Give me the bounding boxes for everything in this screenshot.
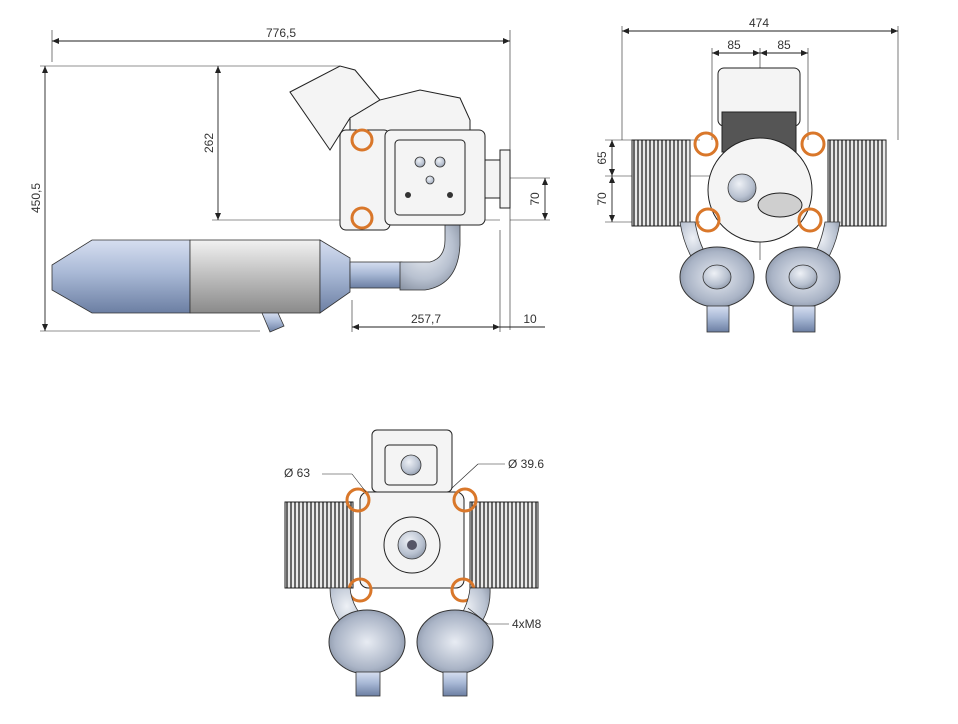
muffler-left-cap — [702, 264, 732, 290]
bolt-icon — [425, 175, 435, 185]
dim-muffler-offset: 257,7 — [411, 312, 441, 326]
dim-half-right: 85 — [777, 38, 791, 52]
label-mount-bolts: 4xM8 — [512, 617, 542, 631]
shaft-center — [407, 540, 417, 550]
dim-shaft-height: 70 — [528, 192, 542, 206]
muffler-right-cap — [788, 264, 818, 290]
dim-lower-offset: 70 — [595, 192, 609, 206]
muffler-left-outlet — [706, 305, 730, 333]
gasket-ring — [693, 131, 719, 157]
dim-overall-width: 474 — [749, 16, 769, 30]
dim-overall-height: 450,5 — [29, 183, 43, 213]
label-diameter-right: Ø 39.6 — [508, 457, 544, 471]
muffler-right-outlet — [442, 671, 468, 697]
label-diameter-left: Ø 63 — [284, 466, 310, 480]
gasket-ring — [452, 487, 478, 513]
gear-cover — [757, 192, 803, 218]
muffler-cone — [51, 239, 191, 314]
left-cylinder-fins — [631, 139, 691, 227]
muffler-right — [416, 609, 494, 675]
gasket-ring — [695, 207, 721, 233]
dim-half-left: 85 — [727, 38, 741, 52]
gasket-ring — [797, 207, 823, 233]
bolt-icon — [434, 156, 446, 168]
muffler-rear-cone — [319, 239, 351, 314]
bolt-icon — [405, 192, 411, 198]
muffler-left — [328, 609, 406, 675]
gasket-ring — [350, 206, 374, 230]
front-view: 474 85 85 65 70 — [595, 16, 899, 333]
gasket-ring — [800, 131, 826, 157]
muffler-left-outlet — [355, 671, 381, 697]
exhaust-pipe — [399, 224, 461, 291]
carburetor-throat — [400, 454, 422, 476]
gasket-ring — [345, 487, 371, 513]
right-cylinder-fins — [827, 139, 887, 227]
prop-flange — [499, 149, 511, 209]
muffler-right-outlet — [792, 305, 816, 333]
muffler-can — [189, 239, 321, 314]
dim-upper-height: 262 — [202, 133, 216, 153]
gasket-ring — [350, 128, 374, 152]
crankcase-round — [707, 137, 813, 243]
bolt-icon — [414, 156, 426, 168]
ignition-cover — [727, 173, 757, 203]
dim-flange-offset: 10 — [523, 312, 537, 326]
dim-overall-length: 776,5 — [266, 26, 296, 40]
rear-view: Ø 63 Ø 39.6 4xM8 — [284, 429, 544, 697]
muffler-inlet — [349, 261, 403, 289]
bolt-icon — [447, 192, 453, 198]
muffler-outlet — [261, 312, 285, 333]
cylinder-side — [339, 129, 391, 231]
dim-upper-offset: 65 — [595, 151, 609, 165]
side-view: 776,5 450,5 262 70 257,7 10 — [29, 26, 550, 333]
